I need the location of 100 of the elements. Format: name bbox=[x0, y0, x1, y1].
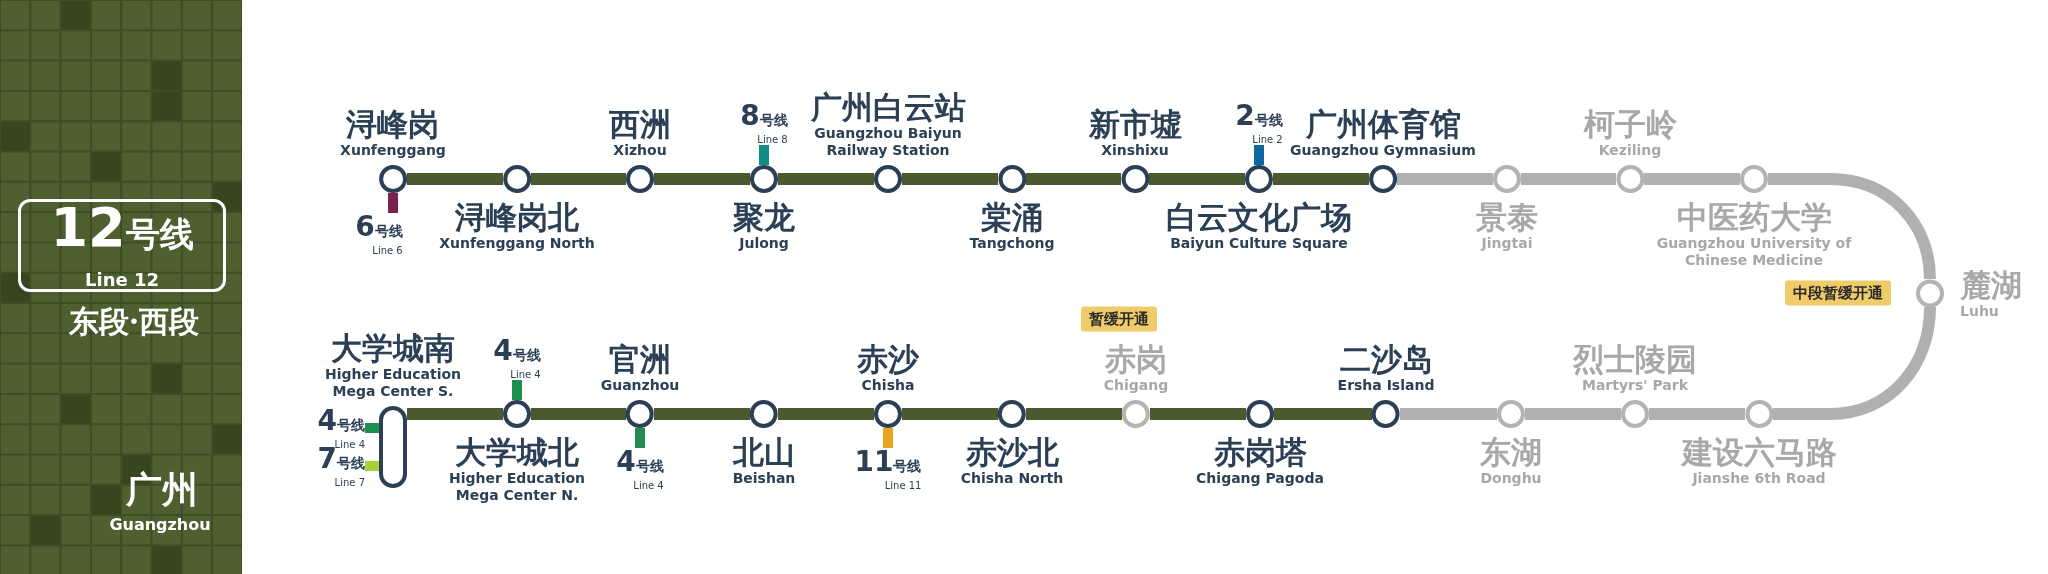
city-name: 广州 bbox=[126, 466, 198, 512]
station-name-english: Xunfenggang bbox=[340, 142, 446, 159]
track-line bbox=[1397, 173, 1493, 185]
line-number: 8号线 bbox=[740, 102, 788, 134]
station-name: 浔峰岗 bbox=[346, 106, 440, 142]
station-name-english: Ersha Island bbox=[1337, 377, 1435, 394]
station-name: 西洲 bbox=[609, 106, 671, 142]
track-line bbox=[1400, 408, 1497, 420]
station-name-english: Jianshe 6th Road bbox=[1692, 470, 1826, 487]
station-name-english: Higher Education Mega Center N. bbox=[447, 470, 587, 504]
station-name-english: Xizhou bbox=[613, 142, 667, 159]
line-badge bbox=[18, 199, 226, 292]
station-name: 烈士陵园 bbox=[1573, 341, 1697, 377]
transfer-stub bbox=[365, 461, 379, 471]
station-name-english: Beishan bbox=[732, 470, 796, 487]
line-name: Line 11 bbox=[884, 480, 922, 491]
transfer-stub bbox=[388, 193, 398, 213]
station-name: 浔峰岗北 bbox=[455, 199, 579, 235]
station-name-english: Guanzhou bbox=[600, 377, 680, 394]
station-name: 赤沙 bbox=[857, 341, 919, 377]
station-name-english: Baiyun Culture Square bbox=[1170, 235, 1348, 252]
station-name: 棠涌 bbox=[981, 199, 1043, 235]
line-number: 11号线 bbox=[854, 448, 922, 480]
track-line bbox=[1773, 306, 1936, 420]
line-name: Line 2 bbox=[1252, 134, 1283, 145]
track-line bbox=[1150, 408, 1246, 420]
track-line bbox=[1274, 408, 1372, 420]
station-name: 建设六马路 bbox=[1681, 434, 1837, 470]
station-name-english: Keziling bbox=[1598, 142, 1662, 159]
station-name: 大学城北 bbox=[455, 434, 579, 470]
transfer-stub bbox=[759, 145, 769, 165]
station-name: 广州白云站 bbox=[810, 89, 966, 125]
status-tag: 中段暂缓开通 bbox=[1785, 280, 1891, 306]
station-name: 赤岗 bbox=[1105, 341, 1167, 377]
line-name: Line 6 bbox=[372, 245, 403, 256]
station-name: 白云文化广场 bbox=[1166, 199, 1352, 235]
station-name-english: Guangzhou Baiyun Railway Station bbox=[813, 125, 963, 159]
station-name: 中医药大学 bbox=[1676, 199, 1832, 235]
line-name: Line 4 bbox=[633, 480, 664, 491]
line-number: 4号线 bbox=[493, 337, 541, 369]
track-line bbox=[1026, 408, 1122, 420]
line-name: Line 4 bbox=[334, 438, 365, 450]
track-line bbox=[531, 408, 626, 420]
station-name-english: Julong bbox=[739, 235, 789, 252]
station-name-english: Tangchong bbox=[969, 235, 1055, 252]
station-name-english: Xinshixu bbox=[1101, 142, 1169, 159]
transfer-stub bbox=[1254, 145, 1264, 165]
station-name-english: Chisha bbox=[861, 377, 915, 394]
line-number: 4号线 bbox=[616, 448, 664, 480]
station-name-english: Chigang Pagoda bbox=[1196, 470, 1324, 487]
track-line bbox=[778, 408, 874, 420]
line-number: 2号线 bbox=[1235, 102, 1283, 134]
track-line bbox=[1649, 408, 1745, 420]
line-name: Line 8 bbox=[757, 134, 788, 145]
station-name-english: Guangzhou University of Chinese Medicine bbox=[1655, 235, 1853, 269]
station-name-english: Chisha North bbox=[960, 470, 1064, 487]
track-line bbox=[778, 173, 874, 185]
track-line bbox=[1149, 173, 1245, 185]
station-name-english: Martyrs' Park bbox=[1581, 377, 1688, 394]
station-name-english: Luhu bbox=[1960, 302, 1999, 320]
line-name: Line 4 bbox=[510, 369, 541, 380]
transfer-stub bbox=[512, 380, 522, 400]
track-line bbox=[407, 173, 503, 185]
station-name-english: Guangzhou Gymnasium bbox=[1290, 142, 1476, 159]
line-number: 4号线 bbox=[317, 406, 365, 439]
station-name: 景泰 bbox=[1476, 199, 1538, 235]
transfer-stub bbox=[883, 428, 893, 448]
track-line bbox=[654, 173, 750, 185]
station-name: 官洲 bbox=[609, 341, 671, 377]
transfer-stub bbox=[365, 423, 379, 433]
track-line bbox=[1026, 173, 1121, 185]
station-name: 聚龙 bbox=[733, 199, 795, 235]
track-line bbox=[1273, 173, 1369, 185]
station-name: 广州体育馆 bbox=[1305, 106, 1461, 142]
station-name: 麓湖 bbox=[1960, 266, 2022, 303]
track-line bbox=[1644, 173, 1740, 185]
city-name-english: Guangzhou bbox=[109, 514, 211, 534]
station-name: 二沙岛 bbox=[1339, 341, 1433, 377]
line-name: Line 7 bbox=[334, 476, 365, 488]
line-name: Line 12 bbox=[85, 269, 159, 291]
station-name-english: Jingtai bbox=[1481, 235, 1533, 252]
station-name-english: Higher Education Mega Center S. bbox=[323, 366, 463, 400]
station-name-english: Chigang bbox=[1103, 377, 1169, 394]
station-name: 赤岗塔 bbox=[1213, 434, 1307, 470]
station-name: 柯子岭 bbox=[1583, 106, 1677, 142]
track-line bbox=[1768, 173, 1936, 280]
status-tag: 暂缓开通 bbox=[1081, 306, 1157, 332]
station-name: 新市墟 bbox=[1088, 106, 1182, 142]
track-line bbox=[654, 408, 750, 420]
transfer-stub bbox=[635, 428, 645, 448]
track-line bbox=[407, 408, 503, 420]
track-line bbox=[902, 173, 998, 185]
station-name: 北山 bbox=[733, 434, 795, 470]
station-name: 东湖 bbox=[1480, 434, 1542, 470]
section-label: 东段·西段 bbox=[68, 302, 200, 341]
track-line bbox=[1521, 173, 1616, 185]
station-name: 大学城南 bbox=[331, 330, 455, 366]
track-line bbox=[902, 408, 998, 420]
station-name-english: Donghu bbox=[1480, 470, 1542, 487]
line-number: 12号线 bbox=[50, 200, 194, 261]
